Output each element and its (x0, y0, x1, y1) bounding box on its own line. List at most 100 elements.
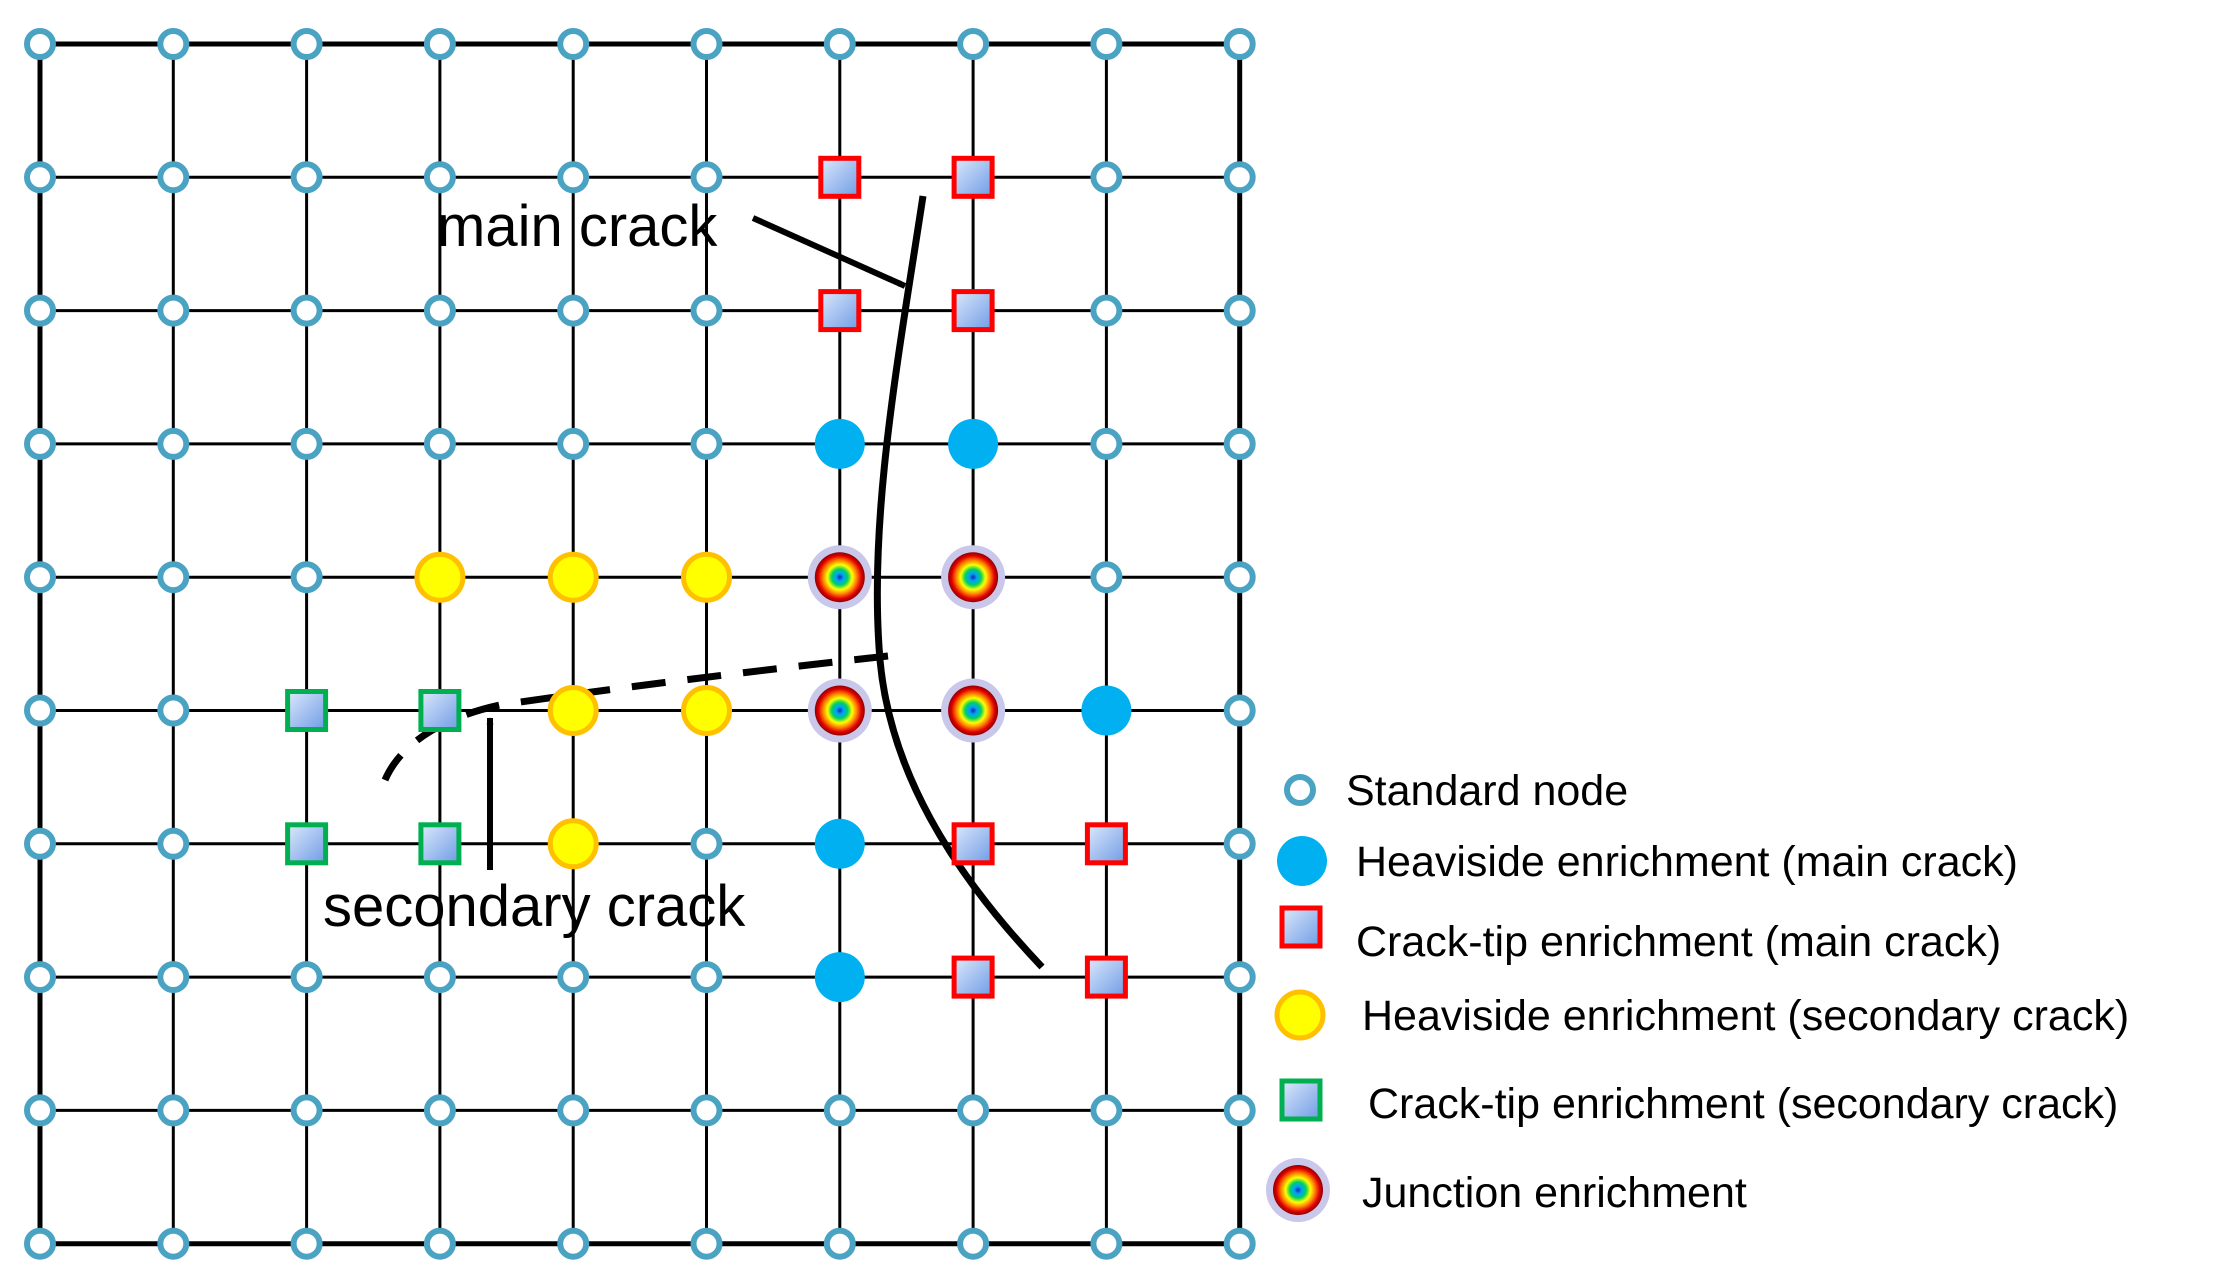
junction-node (814, 685, 865, 736)
standard-node (1090, 294, 1123, 327)
heaviside-main-node (948, 418, 999, 469)
crack-tip-main-node (951, 155, 995, 199)
standard-node (157, 1094, 190, 1127)
standard-node (423, 961, 456, 994)
junction-node (814, 552, 865, 603)
standard-node (823, 1094, 856, 1127)
standard-node (1090, 1227, 1123, 1260)
crack-tip-main-node (1084, 955, 1128, 999)
legend-item-tip-secondary: Crack-tip enrichment (secondary crack) (1279, 1078, 2118, 1128)
standard-node (157, 961, 190, 994)
standard-node (24, 694, 56, 727)
standard-node (1223, 28, 1256, 60)
standard-node (157, 294, 190, 327)
legend-item-heaviside-secondary: Heaviside enrichment (secondary crack) (1274, 989, 2129, 1041)
crack-tip-secondary-node (418, 689, 462, 732)
secondary-crack-label: secondary crack (323, 874, 746, 939)
crack-tip-main-node (951, 955, 995, 999)
main-crack-arrow (751, 215, 907, 289)
standard-node (1090, 161, 1123, 194)
standard-node (957, 1094, 990, 1127)
standard-node (157, 427, 190, 460)
standard-node (423, 427, 456, 460)
standard-node (1090, 427, 1123, 460)
crack-tip-main-node (1084, 822, 1128, 866)
standard-node (557, 1094, 590, 1127)
standard-node (690, 1094, 723, 1127)
standard-node (157, 1227, 190, 1260)
standard-node (1223, 1227, 1256, 1260)
legend-item-junction: Junction enrichment (1266, 1158, 1747, 1222)
heaviside-main-node (1081, 685, 1132, 736)
standard-node (1090, 1094, 1123, 1127)
standard-node (957, 1227, 990, 1260)
legend-heaviside-secondary-symbol (1274, 989, 1326, 1041)
standard-node (1223, 1094, 1256, 1127)
legend-tip-main-symbol (1279, 905, 1323, 949)
standard-node (1223, 694, 1256, 727)
standard-node (290, 961, 323, 994)
main-crack-label: main crack (437, 194, 718, 259)
standard-node (690, 827, 723, 860)
standard-node (1090, 561, 1123, 594)
standard-node (690, 961, 723, 994)
legend-tip-secondary-symbol (1279, 1078, 1323, 1122)
standard-node (290, 427, 323, 460)
legend-label-tip-main: Crack-tip enrichment (main crack) (1356, 918, 2001, 966)
standard-node (1223, 961, 1256, 994)
mesh-grid (37, 41, 1243, 1247)
crack-tip-main-node (951, 289, 995, 333)
standard-node (24, 28, 56, 60)
standard-node (823, 28, 856, 60)
legend-label-heaviside-secondary: Heaviside enrichment (secondary crack) (1362, 992, 2129, 1040)
legend-item-tip-main: Crack-tip enrichment (main crack) (1279, 905, 2001, 966)
heaviside-main-node (814, 818, 865, 869)
heaviside-secondary-node (547, 685, 599, 736)
standard-node (557, 161, 590, 194)
legend-label-tip-secondary: Crack-tip enrichment (secondary crack) (1368, 1080, 2118, 1128)
standard-node (157, 694, 190, 727)
standard-node (557, 1227, 590, 1260)
standard-node (1223, 161, 1256, 194)
standard-node (423, 28, 456, 60)
standard-node (24, 427, 56, 460)
standard-node (24, 294, 56, 327)
standard-node (690, 28, 723, 60)
legend-heaviside-main-symbol (1277, 836, 1327, 886)
standard-node (24, 1227, 56, 1260)
standard-node (1223, 827, 1256, 860)
standard-node (1090, 28, 1123, 60)
legend: Standard node Heaviside enrichment (main… (1266, 767, 2129, 1222)
standard-node (290, 294, 323, 327)
standard-node (290, 1227, 323, 1260)
standard-node (290, 561, 323, 594)
standard-node (24, 161, 56, 194)
standard-node (157, 161, 190, 194)
heaviside-secondary-node (547, 551, 599, 603)
standard-node (157, 561, 190, 594)
crack-tip-secondary-node (285, 689, 329, 732)
standard-node (557, 427, 590, 460)
standard-node (957, 28, 990, 60)
standard-node (690, 161, 723, 194)
heaviside-main-node (814, 952, 865, 1003)
heaviside-main-node (814, 418, 865, 469)
legend-label-standard: Standard node (1346, 767, 1628, 815)
main-crack-path (873, 195, 1045, 970)
standard-node (423, 1227, 456, 1260)
standard-node (157, 28, 190, 60)
crack-tip-main-node (818, 289, 862, 333)
legend-label-junction: Junction enrichment (1362, 1169, 1747, 1217)
secondary-crack-path (381, 652, 889, 782)
legend-standard-node-symbol (1284, 774, 1316, 806)
standard-node (24, 827, 56, 860)
standard-node (1223, 561, 1256, 594)
legend-junction-symbol (1273, 1165, 1323, 1215)
standard-node (290, 161, 323, 194)
standard-node (423, 161, 456, 194)
standard-node (690, 294, 723, 327)
crack-tip-main-node (818, 155, 862, 199)
standard-node (557, 28, 590, 60)
crack-paths (381, 195, 1045, 970)
